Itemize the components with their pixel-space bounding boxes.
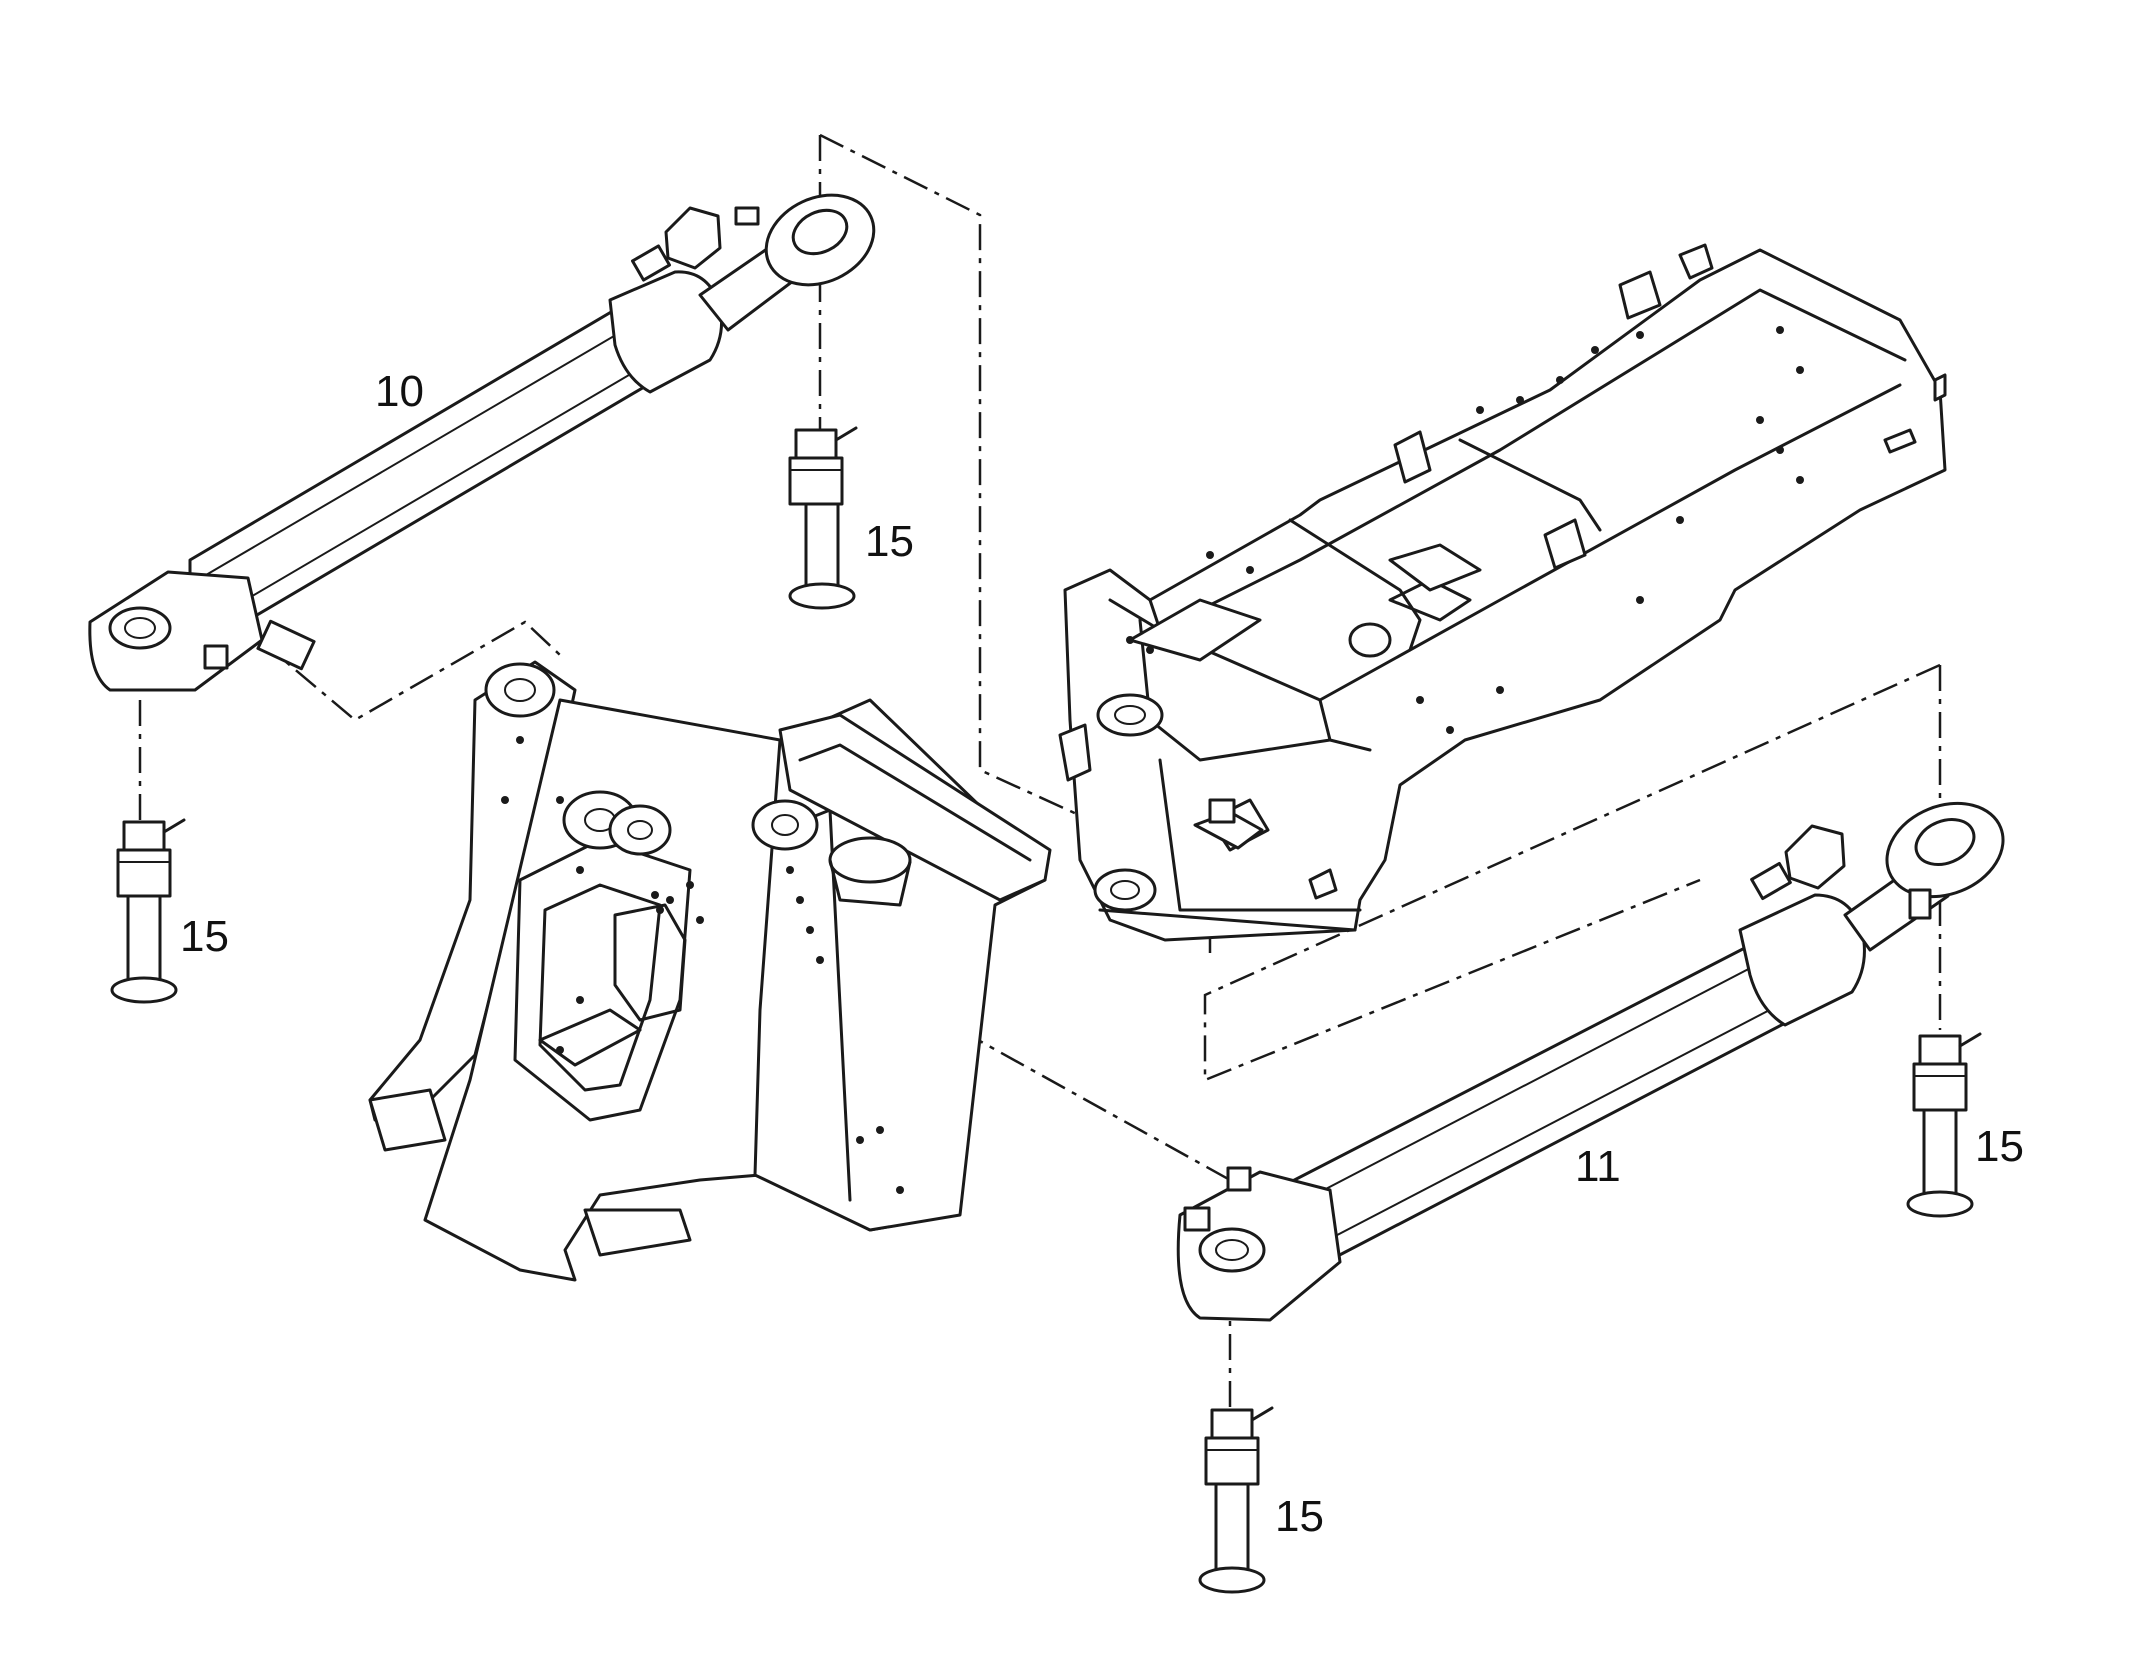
callout-pin-15-right: 15 <box>1975 1122 2024 1171</box>
callout-cylinder-11: 11 <box>1575 1142 1621 1191</box>
rear-main-frame <box>1058 243 1947 942</box>
hydraulic-cylinder-11 <box>1176 801 2005 1322</box>
hydraulic-cylinder-10 <box>88 193 876 692</box>
pin-15-left <box>110 818 186 1004</box>
pin-15-top <box>788 426 858 610</box>
link-bracket <box>1193 798 1264 850</box>
front-frame-support <box>368 660 1052 1282</box>
callout-pin-15-bottom: 15 <box>1275 1492 1324 1541</box>
pin-15-right <box>1906 1032 1982 1218</box>
callout-pin-15-top: 15 <box>865 517 914 566</box>
pin-15-bottom <box>1198 1406 1274 1594</box>
callout-pin-15-left: 15 <box>180 912 229 961</box>
callout-cylinder-10: 10 <box>375 367 424 416</box>
